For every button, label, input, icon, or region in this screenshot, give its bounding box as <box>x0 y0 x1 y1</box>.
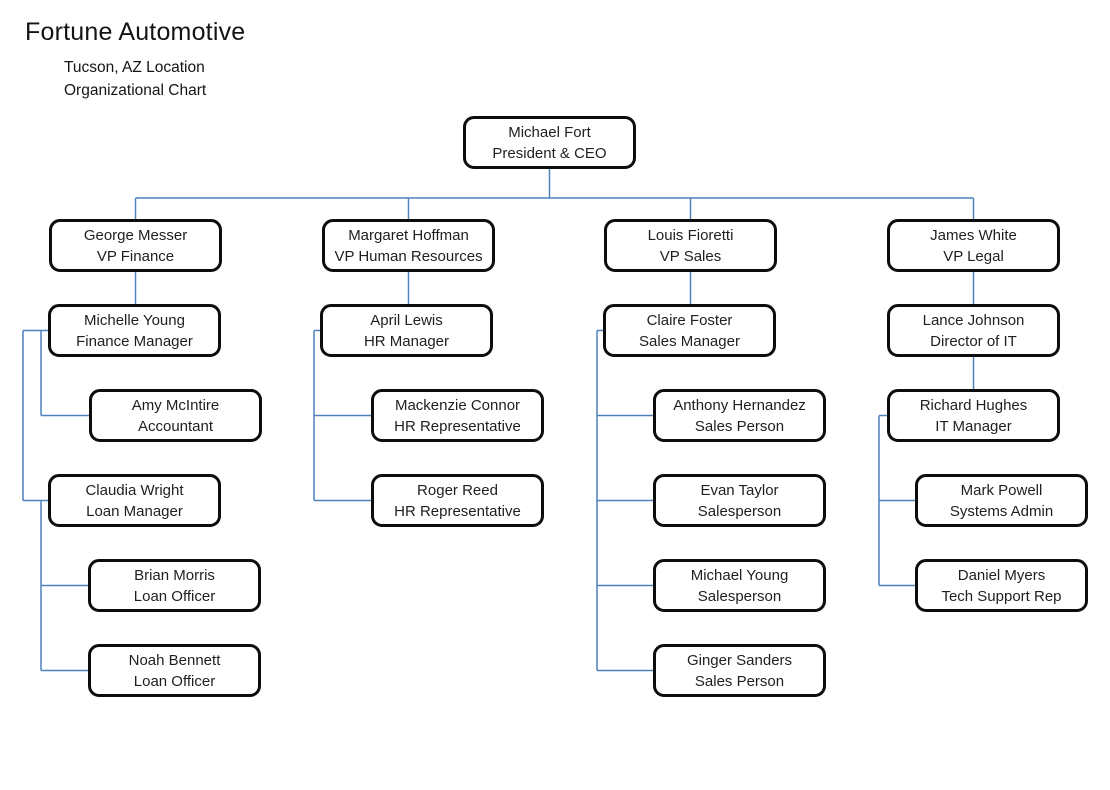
person-title: Finance Manager <box>76 332 193 350</box>
person-title: Accountant <box>137 417 214 435</box>
node-accountant[interactable]: Amy McIntire Accountant <box>89 389 262 442</box>
person-name: Claire Foster <box>646 311 733 329</box>
node-sales-person-4[interactable]: Ginger Sanders Sales Person <box>653 644 826 697</box>
person-name: George Messer <box>83 226 188 244</box>
node-president-ceo[interactable]: Michael Fort President & CEO <box>463 116 636 169</box>
node-it-manager[interactable]: Richard Hughes IT Manager <box>887 389 1060 442</box>
node-tech-support-rep[interactable]: Daniel Myers Tech Support Rep <box>915 559 1088 612</box>
person-name: Michael Young <box>690 566 789 584</box>
node-loan-manager[interactable]: Claudia Wright Loan Manager <box>48 474 221 527</box>
person-name: Mackenzie Connor <box>394 396 521 414</box>
person-title: HR Representative <box>394 417 521 435</box>
person-name: April Lewis <box>370 311 443 329</box>
node-sales-manager[interactable]: Claire Foster Sales Manager <box>603 304 776 357</box>
node-vp-finance[interactable]: George Messer VP Finance <box>49 219 222 272</box>
person-name: Anthony Hernandez <box>673 396 806 414</box>
person-title: Sales Person <box>694 417 785 435</box>
page-subtitle: Tucson, AZ Location Organizational Chart <box>64 56 206 102</box>
person-name: Michelle Young <box>84 311 185 329</box>
person-title: Loan Officer <box>133 587 216 605</box>
person-name: Brian Morris <box>134 566 215 584</box>
node-vp-legal[interactable]: James White VP Legal <box>887 219 1060 272</box>
person-title: President & CEO <box>492 144 607 162</box>
person-title: VP Sales <box>659 247 722 265</box>
person-title: Sales Manager <box>639 332 740 350</box>
person-name: Louis Fioretti <box>647 226 734 244</box>
node-hr-representative-2[interactable]: Roger Reed HR Representative <box>371 474 544 527</box>
person-title: VP Legal <box>943 247 1004 265</box>
node-it-director[interactable]: Lance Johnson Director of IT <box>887 304 1060 357</box>
person-name: Lance Johnson <box>922 311 1025 329</box>
person-title: Tech Support Rep <box>941 587 1062 605</box>
person-name: Daniel Myers <box>957 566 1046 584</box>
person-name: Michael Fort <box>508 123 591 141</box>
person-title: HR Representative <box>394 502 521 520</box>
person-name: James White <box>930 226 1017 244</box>
person-title: Loan Manager <box>86 502 183 520</box>
node-sales-person-1[interactable]: Anthony Hernandez Sales Person <box>653 389 826 442</box>
person-title: Salesperson <box>697 587 782 605</box>
person-title: HR Manager <box>363 332 450 350</box>
node-systems-admin[interactable]: Mark Powell Systems Admin <box>915 474 1088 527</box>
person-name: Claudia Wright <box>85 481 184 499</box>
person-name: Roger Reed <box>417 481 498 499</box>
person-title: Salesperson <box>697 502 782 520</box>
person-name: Richard Hughes <box>919 396 1028 414</box>
person-title: VP Finance <box>96 247 175 265</box>
node-vp-human-resources[interactable]: Margaret Hoffman VP Human Resources <box>322 219 495 272</box>
person-name: Mark Powell <box>960 481 1043 499</box>
page-title: Fortune Automotive <box>25 18 246 46</box>
node-loan-officer-2[interactable]: Noah Bennett Loan Officer <box>88 644 261 697</box>
node-finance-manager[interactable]: Michelle Young Finance Manager <box>48 304 221 357</box>
person-title: VP Human Resources <box>334 247 483 265</box>
node-loan-officer-1[interactable]: Brian Morris Loan Officer <box>88 559 261 612</box>
person-name: Evan Taylor <box>700 481 779 499</box>
subtitle-chart-label: Organizational Chart <box>64 82 207 99</box>
person-title: Systems Admin <box>949 502 1054 520</box>
person-name: Margaret Hoffman <box>348 226 469 244</box>
person-title: Loan Officer <box>133 672 216 690</box>
node-hr-manager[interactable]: April Lewis HR Manager <box>320 304 493 357</box>
node-salesperson-3[interactable]: Michael Young Salesperson <box>653 559 826 612</box>
subtitle-location: Tucson, AZ Location <box>64 59 205 76</box>
node-hr-representative-1[interactable]: Mackenzie Connor HR Representative <box>371 389 544 442</box>
person-name: Amy McIntire <box>131 396 220 414</box>
person-title: IT Manager <box>935 417 1012 435</box>
person-title: Director of IT <box>930 332 1017 350</box>
person-name: Noah Bennett <box>128 651 221 669</box>
node-salesperson-2[interactable]: Evan Taylor Salesperson <box>653 474 826 527</box>
node-vp-sales[interactable]: Louis Fioretti VP Sales <box>604 219 777 272</box>
person-name: Ginger Sanders <box>686 651 793 669</box>
person-title: Sales Person <box>694 672 785 690</box>
